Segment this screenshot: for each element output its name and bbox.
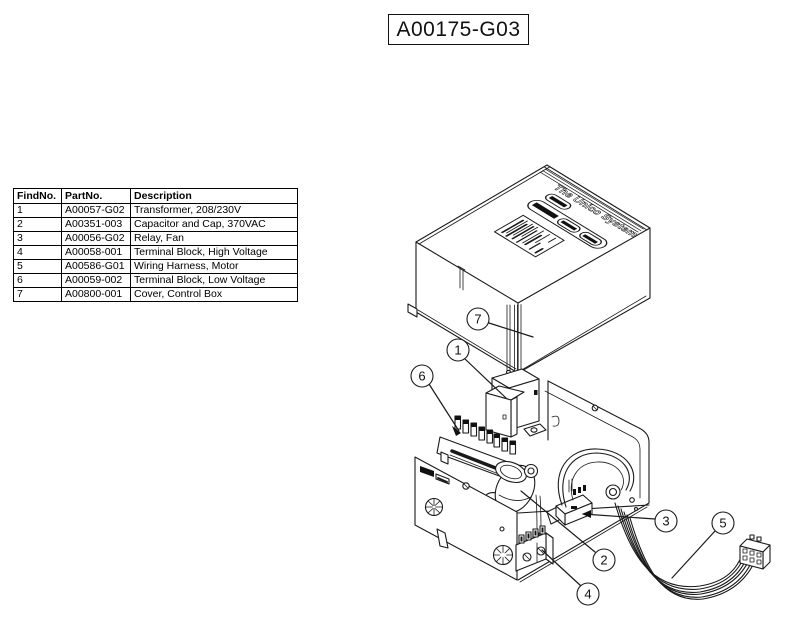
chassis-front-panel — [414, 456, 518, 581]
cable-clip — [551, 415, 560, 427]
control-box-cover: The Unico System — [407, 164, 651, 374]
table-header-row: FindNo. PartNo. Description — [13, 188, 298, 204]
callout-6: 6 — [410, 364, 461, 436]
svg-text:6: 6 — [418, 369, 425, 384]
callout-7: 7 — [466, 307, 534, 338]
chassis-back-panel — [547, 380, 650, 504]
terminal-block-high-voltage — [515, 525, 554, 572]
col-partno: PartNo. — [61, 188, 131, 204]
drawing-number-box: A00175-G03 — [388, 14, 529, 45]
relay — [546, 478, 593, 526]
panel-bottom-tab — [436, 528, 449, 549]
callout-2: 2 — [520, 490, 616, 572]
wire-grommet — [605, 484, 621, 500]
terminal-teeth — [518, 525, 546, 544]
connector-pins — [742, 548, 762, 565]
cover-foot-tab — [407, 303, 418, 318]
warning-label — [493, 214, 565, 258]
vent-pinwheel — [492, 544, 514, 566]
svg-text:2: 2 — [600, 553, 607, 568]
panel-hole — [499, 526, 505, 532]
internal-wiring — [557, 448, 635, 508]
callout-4: 4 — [541, 549, 600, 606]
harness-connector — [739, 534, 771, 570]
svg-text:1: 1 — [454, 343, 461, 358]
callout-3: 3 — [582, 509, 678, 533]
wiring-harness — [614, 502, 771, 600]
panel-label-arrow — [420, 466, 434, 477]
callout-5: 5 — [671, 511, 735, 579]
terminal-teeth — [454, 415, 517, 455]
vent-pinwheel — [424, 497, 444, 517]
callout-1: 1 — [446, 338, 507, 399]
mounting-loop — [523, 463, 539, 479]
svg-text:3: 3 — [662, 514, 669, 529]
mounting-hole — [629, 497, 635, 503]
mounting-hole — [633, 506, 639, 512]
transformer — [485, 368, 547, 438]
drawing-number: A00175-G03 — [396, 17, 521, 41]
svg-text:4: 4 — [584, 587, 591, 602]
callouts: 7 1 6 3 2 4 — [410, 307, 735, 606]
transformer-foot — [523, 423, 547, 437]
svg-text:5: 5 — [719, 516, 726, 531]
panel-label — [435, 473, 450, 485]
svg-text:7: 7 — [474, 312, 481, 327]
capacitor-cap — [495, 460, 527, 484]
